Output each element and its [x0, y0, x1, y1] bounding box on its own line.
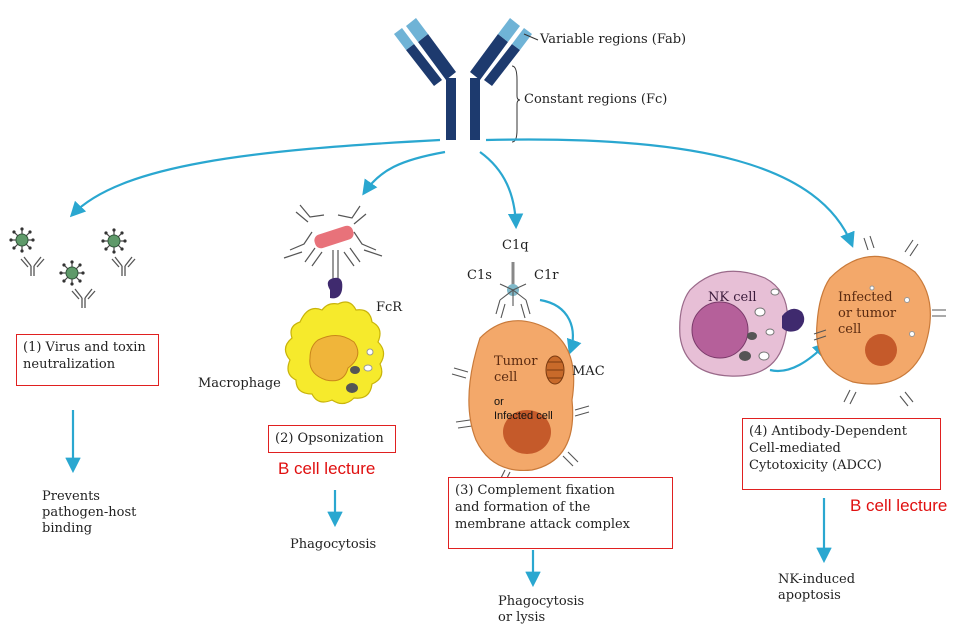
mac-label: MAC: [572, 364, 605, 379]
antibody-structure: [394, 18, 539, 143]
mechanism-box-complement: (3) Complement fixation and formation of…: [448, 477, 673, 549]
variable-regions-label: Variable regions (Fab): [540, 32, 687, 47]
outcome-neutralization: Prevents pathogen-host binding: [42, 489, 137, 536]
c1q-label: C1q: [502, 238, 529, 253]
mechanism-box-opsonization: (2) Opsonization: [268, 425, 396, 453]
mechanism-box-neutralization: (1) Virus and toxin neutralization: [16, 334, 159, 386]
virus-icon: [100, 227, 128, 255]
virus-icon: [8, 226, 36, 254]
tumor-cell-label: Tumor cell: [494, 354, 538, 385]
b-cell-lecture-note: B cell lecture: [278, 459, 376, 478]
outcome-complement: Phagocytosis or lysis: [498, 594, 585, 625]
fcr-label: FcR: [376, 300, 403, 315]
infected-cell-label: or Infected cell: [494, 396, 553, 422]
constant-regions-label: Constant regions (Fc): [524, 92, 668, 107]
nk-cell-label: NK cell: [708, 290, 757, 305]
virus-icon: [58, 259, 86, 287]
mechanism-box-adcc: (4) Antibody-Dependent Cell-mediated Cyt…: [742, 418, 941, 490]
pathway-arrows: [65, 138, 855, 588]
outcome-adcc: NK-induced apoptosis: [778, 572, 856, 603]
macrophage-label: Macrophage: [198, 376, 281, 391]
complement-illustration: [451, 262, 590, 485]
target-cell-label: Infected or tumor cell: [838, 290, 897, 337]
outcome-opsonization: Phagocytosis: [290, 537, 377, 552]
neutralization-illustration: [8, 226, 136, 309]
c1r-label: C1r: [534, 268, 559, 283]
b-cell-lecture-note: B cell lecture: [850, 496, 948, 515]
c1s-label: C1s: [467, 268, 492, 283]
macrophage-illustration: [283, 204, 385, 405]
adcc-illustration: [679, 235, 946, 407]
